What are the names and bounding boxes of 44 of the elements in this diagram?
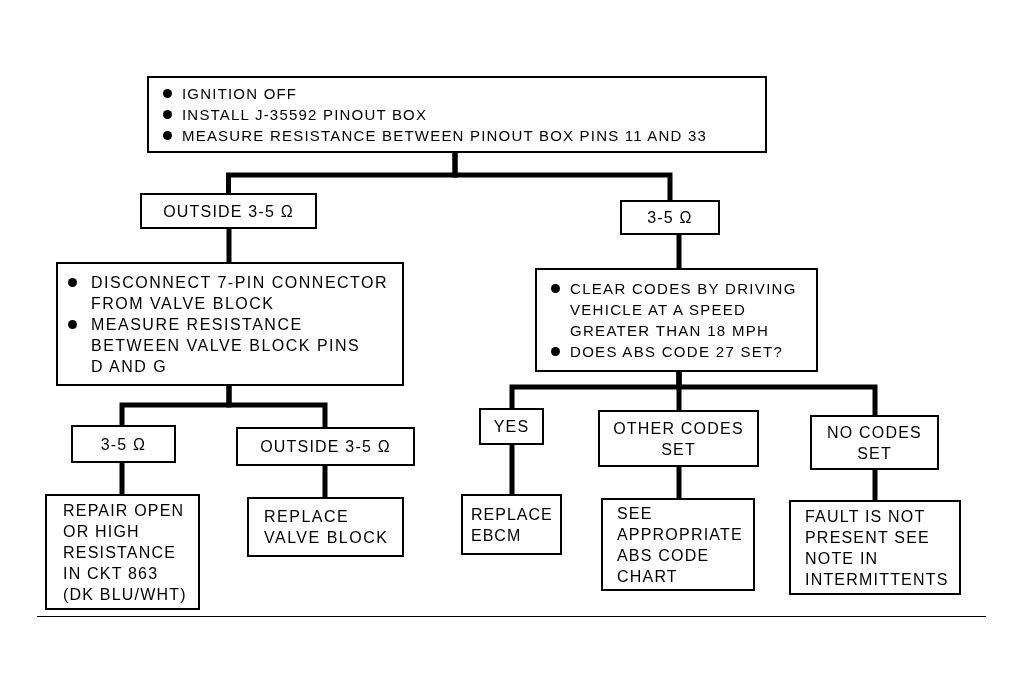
instruction-text: INSTALL J-35592 PINOUT BOX (182, 105, 428, 125)
action-box (461, 494, 562, 555)
condition-box (140, 193, 317, 229)
instruction-text: MEASURE RESISTANCE BETWEEN VALVE BLOCK PINS D AND G (91, 314, 362, 377)
instruction-box (56, 262, 404, 386)
action-text: REPLACE EBCM (471, 504, 554, 546)
connector-line (226, 229, 232, 262)
instruction-text: CLEAR CODES BY DRIVING VEHICLE AT A SPEED GREATER THAN 18 MPH (570, 279, 798, 341)
condition-text: OTHER CODES SET (612, 418, 745, 460)
action-text: REPLACE VALVE BLOCK (264, 507, 390, 548)
condition-text: OUTSIDE 3-5 Ω (162, 201, 295, 222)
instruction-text: DISCONNECT 7-PIN CONNECTOR FROM VALVE BLOCK (91, 272, 390, 314)
action-text: FAULT IS NOT PRESENT SEE NOTE IN INTERMITTENTS (805, 506, 950, 590)
condition-text: NO CODES SET (826, 422, 923, 464)
condition-box (598, 410, 759, 467)
condition-text: YES (492, 417, 531, 437)
instruction-text: MEASURE RESISTANCE BETWEEN PINOUT BOX PINS 11 AND 33 (182, 126, 707, 146)
connector-line (452, 153, 673, 200)
condition-box (620, 200, 720, 235)
instruction-text: IGNITION OFF (182, 84, 298, 104)
instruction-text: DOES ABS CODE 27 SET? (570, 342, 784, 362)
connector-line (226, 386, 328, 427)
action-text: SEE APPROPRIATE ABS CODE CHART (617, 503, 744, 587)
action-box (247, 497, 404, 557)
connector-line (322, 466, 328, 497)
condition-text: 3-5 Ω (646, 208, 694, 228)
condition-text: 3-5 Ω (99, 434, 148, 455)
action-box (601, 498, 755, 591)
instruction-box (147, 76, 767, 153)
connector-line (872, 470, 878, 500)
action-box (789, 500, 961, 595)
connector-line (676, 235, 682, 268)
condition-box (71, 425, 176, 463)
connector-line (676, 372, 878, 415)
instruction-box (535, 268, 818, 372)
connector-line (676, 467, 682, 498)
connector-line (509, 445, 515, 494)
condition-box (810, 415, 939, 470)
condition-text: OUTSIDE 3-5 Ω (259, 437, 392, 457)
condition-box (479, 408, 544, 445)
condition-box (236, 427, 415, 466)
connector-line (119, 463, 125, 494)
action-text: REPAIR OPEN OR HIGH RESISTANCE IN CKT 863 (DK BLU/WHT) (63, 500, 188, 605)
action-box (45, 494, 200, 610)
